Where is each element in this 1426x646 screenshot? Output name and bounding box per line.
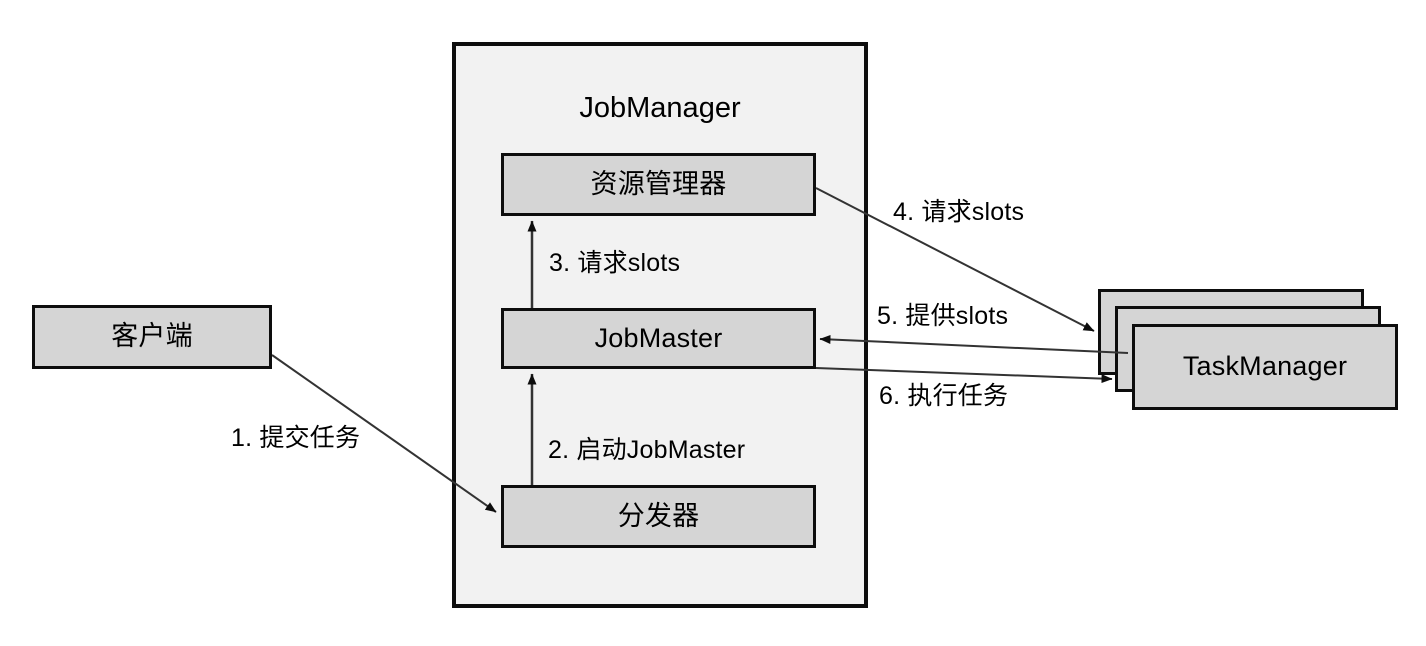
edge-4-label: 4. 请求slots [893,198,1025,226]
node-job-master-label: JobMaster [594,322,723,353]
edge-1-line [271,354,497,513]
edge-6-label: 6. 执行任务 [879,382,1009,410]
node-client-label: 客户端 [111,321,193,352]
node-task-manager[interactable]: TaskManager [1132,324,1398,410]
edge-3-label: 3. 请求slots [549,249,681,277]
node-dispatcher[interactable]: 分发器 [501,485,816,548]
node-dispatcher-label: 分发器 [617,500,700,531]
edge-6-line [815,367,1113,384]
edge-1-label: 1. 提交任务 [231,424,361,452]
edge-2-label: 2. 启动JobMaster [548,436,746,464]
node-job-master[interactable]: JobMaster [501,308,816,369]
node-task-manager-label: TaskManager [1182,351,1348,382]
edge-4-line [815,187,1095,332]
node-resource-manager[interactable]: 资源管理器 [501,153,816,216]
jobmanager-title: JobManager [579,92,741,124]
node-resource-manager-label: 资源管理器 [590,168,727,199]
edge-5-label: 5. 提供slots [877,302,1009,330]
edge-5-line [819,334,1129,354]
node-client[interactable]: 客户端 [32,305,272,369]
